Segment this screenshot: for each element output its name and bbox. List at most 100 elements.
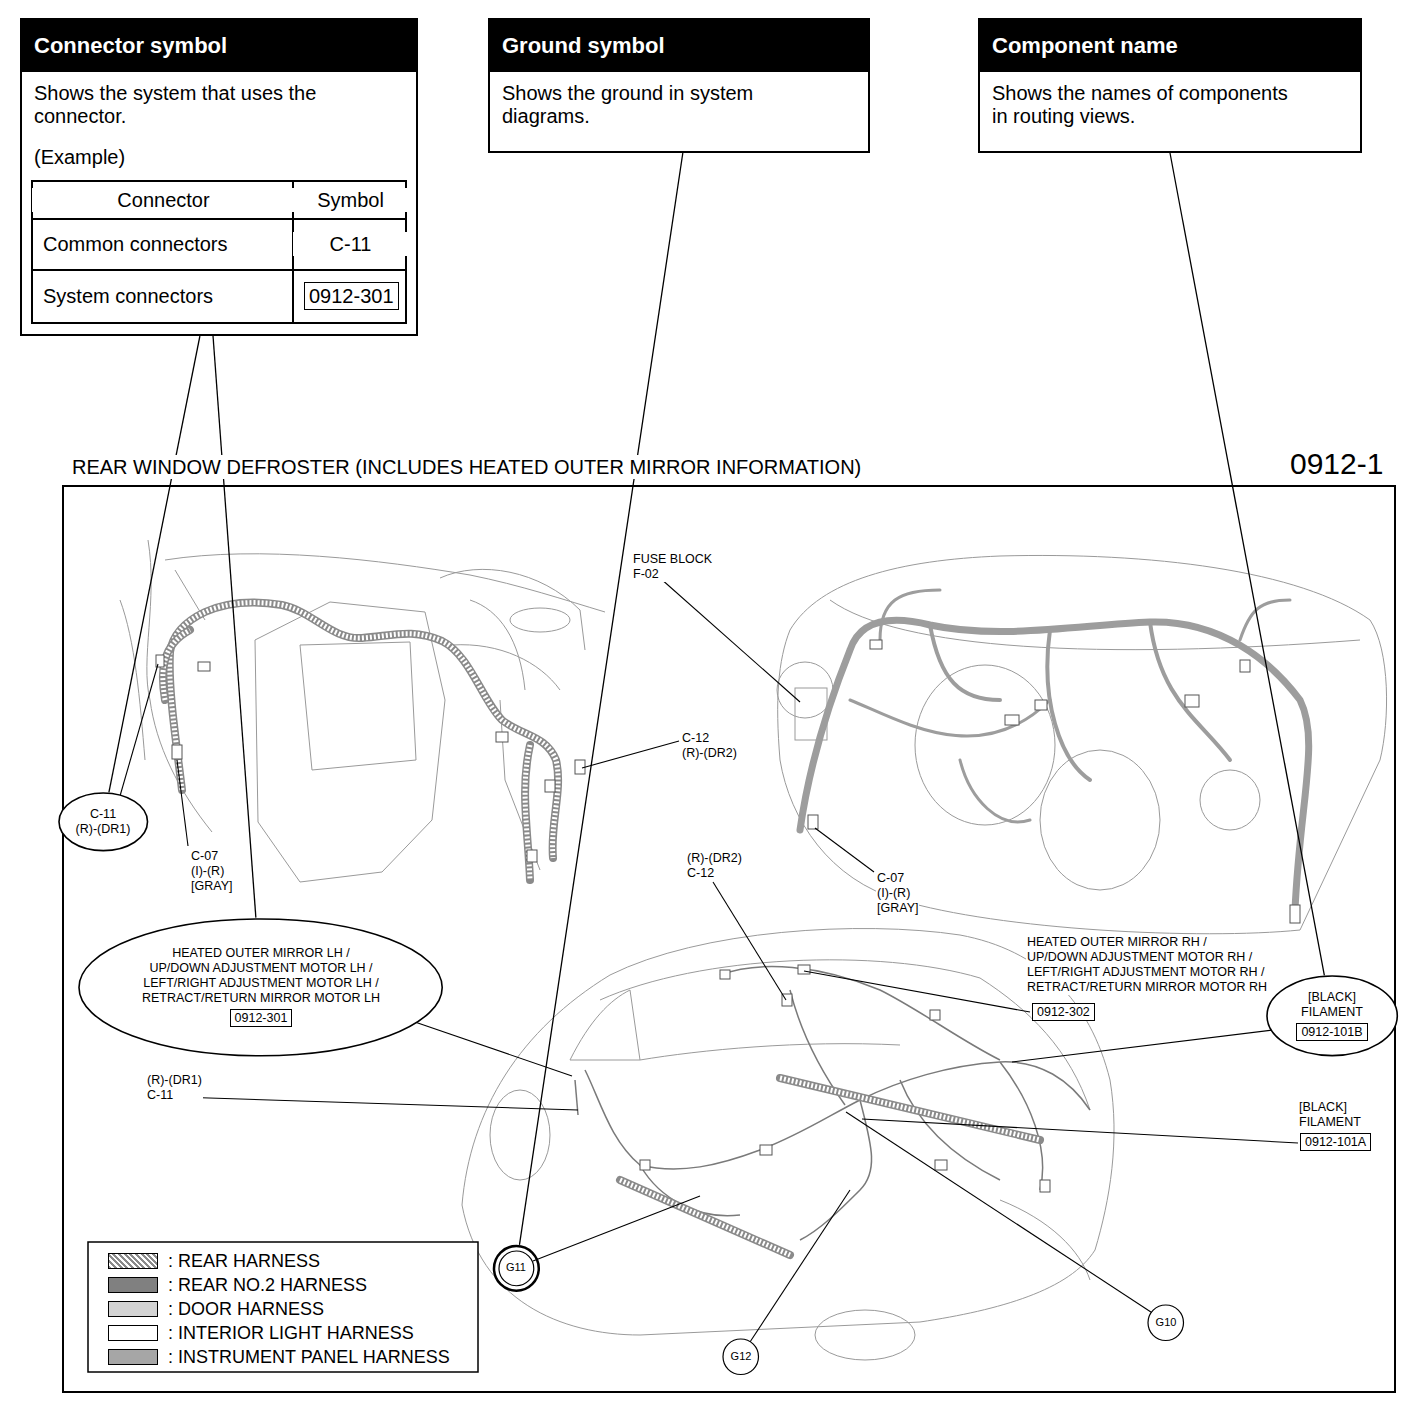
car-outline	[815, 1310, 915, 1360]
table-grid	[32, 181, 406, 323]
text-line: G10	[1156, 1316, 1177, 1328]
leader-line	[120, 664, 158, 796]
callout-ellipse: [BLACK] FILAMENT0912-101B	[1266, 975, 1398, 1057]
text-line: F-02	[633, 567, 659, 581]
table-cell: Common connectors	[42, 232, 229, 256]
instrument-panel-harness	[960, 760, 1030, 822]
legend-swatch	[108, 1349, 158, 1365]
leader-line	[1012, 1030, 1273, 1062]
text-line: 0912-101A	[1305, 1135, 1366, 1149]
ground-number: G11	[506, 1261, 526, 1274]
text-line: diagrams.	[502, 105, 590, 127]
legend-text: : REAR HARNESS	[168, 1250, 320, 1272]
box-description: Shows the system that uses the connector…	[34, 82, 316, 128]
text-line: (R)-(DR2)	[687, 851, 742, 865]
box-heading: Connector symbol	[22, 20, 416, 72]
connector-symbol	[198, 662, 210, 671]
instrument-panel-harness	[800, 590, 1309, 910]
outline	[723, 1339, 759, 1375]
connector-symbol	[640, 965, 1050, 1192]
leader-line	[533, 1196, 700, 1261]
box-description: Shows the names of components in routing…	[992, 82, 1288, 128]
instrument-panel-outline	[778, 555, 1387, 933]
legend-swatch	[108, 1277, 158, 1293]
code-number: 0912-101A	[1305, 1134, 1366, 1150]
callout-label: C-07 (I)-(R) [GRAY]	[190, 849, 233, 894]
box-heading: Component name	[980, 20, 1360, 72]
instrument-panel-harness	[800, 620, 1309, 910]
connector-symbol	[1005, 715, 1019, 725]
text-line: C-11	[90, 807, 116, 821]
harness-wire	[585, 1062, 1090, 1169]
car-outline	[570, 990, 640, 1060]
connector-symbol	[575, 760, 585, 774]
code-tag: 0912-302	[1032, 1003, 1095, 1021]
instrument-panel-outline	[1200, 770, 1260, 830]
instrument-panel-outline	[777, 555, 1387, 933]
text-line: : INTERIOR LIGHT HARNESS	[168, 1323, 414, 1343]
instrument-panel-harness	[850, 700, 1050, 736]
engine-bay-outline	[120, 540, 605, 882]
text-line: (R)-(DR2)	[682, 746, 737, 760]
rear-harness	[170, 603, 558, 858]
text-line: 0912-1	[1290, 447, 1383, 480]
engine-bay-outline	[510, 608, 570, 632]
callout-label: C-07 (I)-(R) [GRAY]	[876, 871, 919, 916]
text-line: C-12	[682, 731, 709, 745]
highlight-ring	[494, 1246, 539, 1291]
text-line: RETRACT/RETURN MIRROR MOTOR RH	[1027, 980, 1267, 994]
callout-text: [BLACK] FILAMENT	[1301, 990, 1363, 1020]
leader-line	[1170, 153, 1324, 975]
leader-line	[846, 1112, 1157, 1316]
text-line: FILAMENT	[1299, 1115, 1361, 1129]
diagram-title: REAR WINDOW DEFROSTER (INCLUDES HEATED O…	[70, 455, 863, 479]
table-grid	[32, 269, 406, 271]
table-cell: Connector	[32, 188, 295, 212]
leader-line	[582, 741, 679, 768]
ground-symbol: G10	[1147, 1304, 1185, 1342]
legend-text: : REAR NO.2 HARNESS	[168, 1274, 367, 1296]
text-line: [GRAY]	[877, 901, 918, 915]
text-line: C-07	[191, 849, 218, 863]
leader-line	[804, 971, 1030, 1012]
callout-box: Ground symbolShows the ground in system …	[488, 18, 870, 153]
connector-symbol	[870, 640, 882, 649]
legend-box	[88, 1242, 478, 1372]
harness-wire	[800, 1100, 872, 1240]
callout-text: HEATED OUTER MIRROR LH / UP/DOWN ADJUSTM…	[142, 946, 380, 1006]
outline	[79, 919, 442, 1056]
text-line: Connector symbol	[34, 33, 227, 58]
rear-harness	[170, 603, 558, 858]
outline	[499, 1251, 534, 1286]
connector-symbol	[720, 970, 730, 979]
text-line: connector.	[34, 105, 126, 127]
instrument-panel-harness	[1150, 622, 1230, 760]
leader-line	[815, 828, 874, 872]
table-cell: C-11	[293, 232, 408, 256]
leader-line	[120, 578, 1298, 1345]
rear-harness	[620, 1078, 1040, 1255]
text-line: G12	[731, 1350, 752, 1362]
instrument-panel-harness	[1047, 630, 1090, 780]
table-cell: System connectors	[42, 284, 214, 308]
instrument-panel-harness	[880, 590, 940, 640]
callout-ellipse: HEATED OUTER MIRROR LH / UP/DOWN ADJUSTM…	[78, 918, 443, 1057]
leader-line	[177, 760, 188, 846]
outline	[59, 793, 148, 851]
callout-label: FUSE BLOCK F-02	[632, 552, 713, 582]
connector-symbol	[1290, 905, 1300, 923]
text-line: LEFT/RIGHT ADJUSTMENT MOTOR RH /	[1027, 965, 1265, 979]
connector-symbol	[760, 1145, 772, 1155]
connector-symbol	[1185, 695, 1199, 707]
connector-symbol	[527, 850, 537, 862]
text-line: Connector	[117, 189, 209, 211]
text-line: [GRAY]	[191, 879, 232, 893]
code-number: 0912-301	[235, 1010, 288, 1026]
text-line: UP/DOWN ADJUSTMENT MOTOR LH /	[149, 961, 372, 975]
legend-text: : INTERIOR LIGHT HARNESS	[168, 1322, 414, 1344]
code-tag: 0912-101A	[1300, 1133, 1371, 1151]
leader-line	[748, 1190, 850, 1345]
instrument-panel-outline	[915, 665, 1055, 825]
text-line: C-11	[330, 233, 372, 255]
text-line: (R)-(DR1)	[76, 822, 131, 836]
